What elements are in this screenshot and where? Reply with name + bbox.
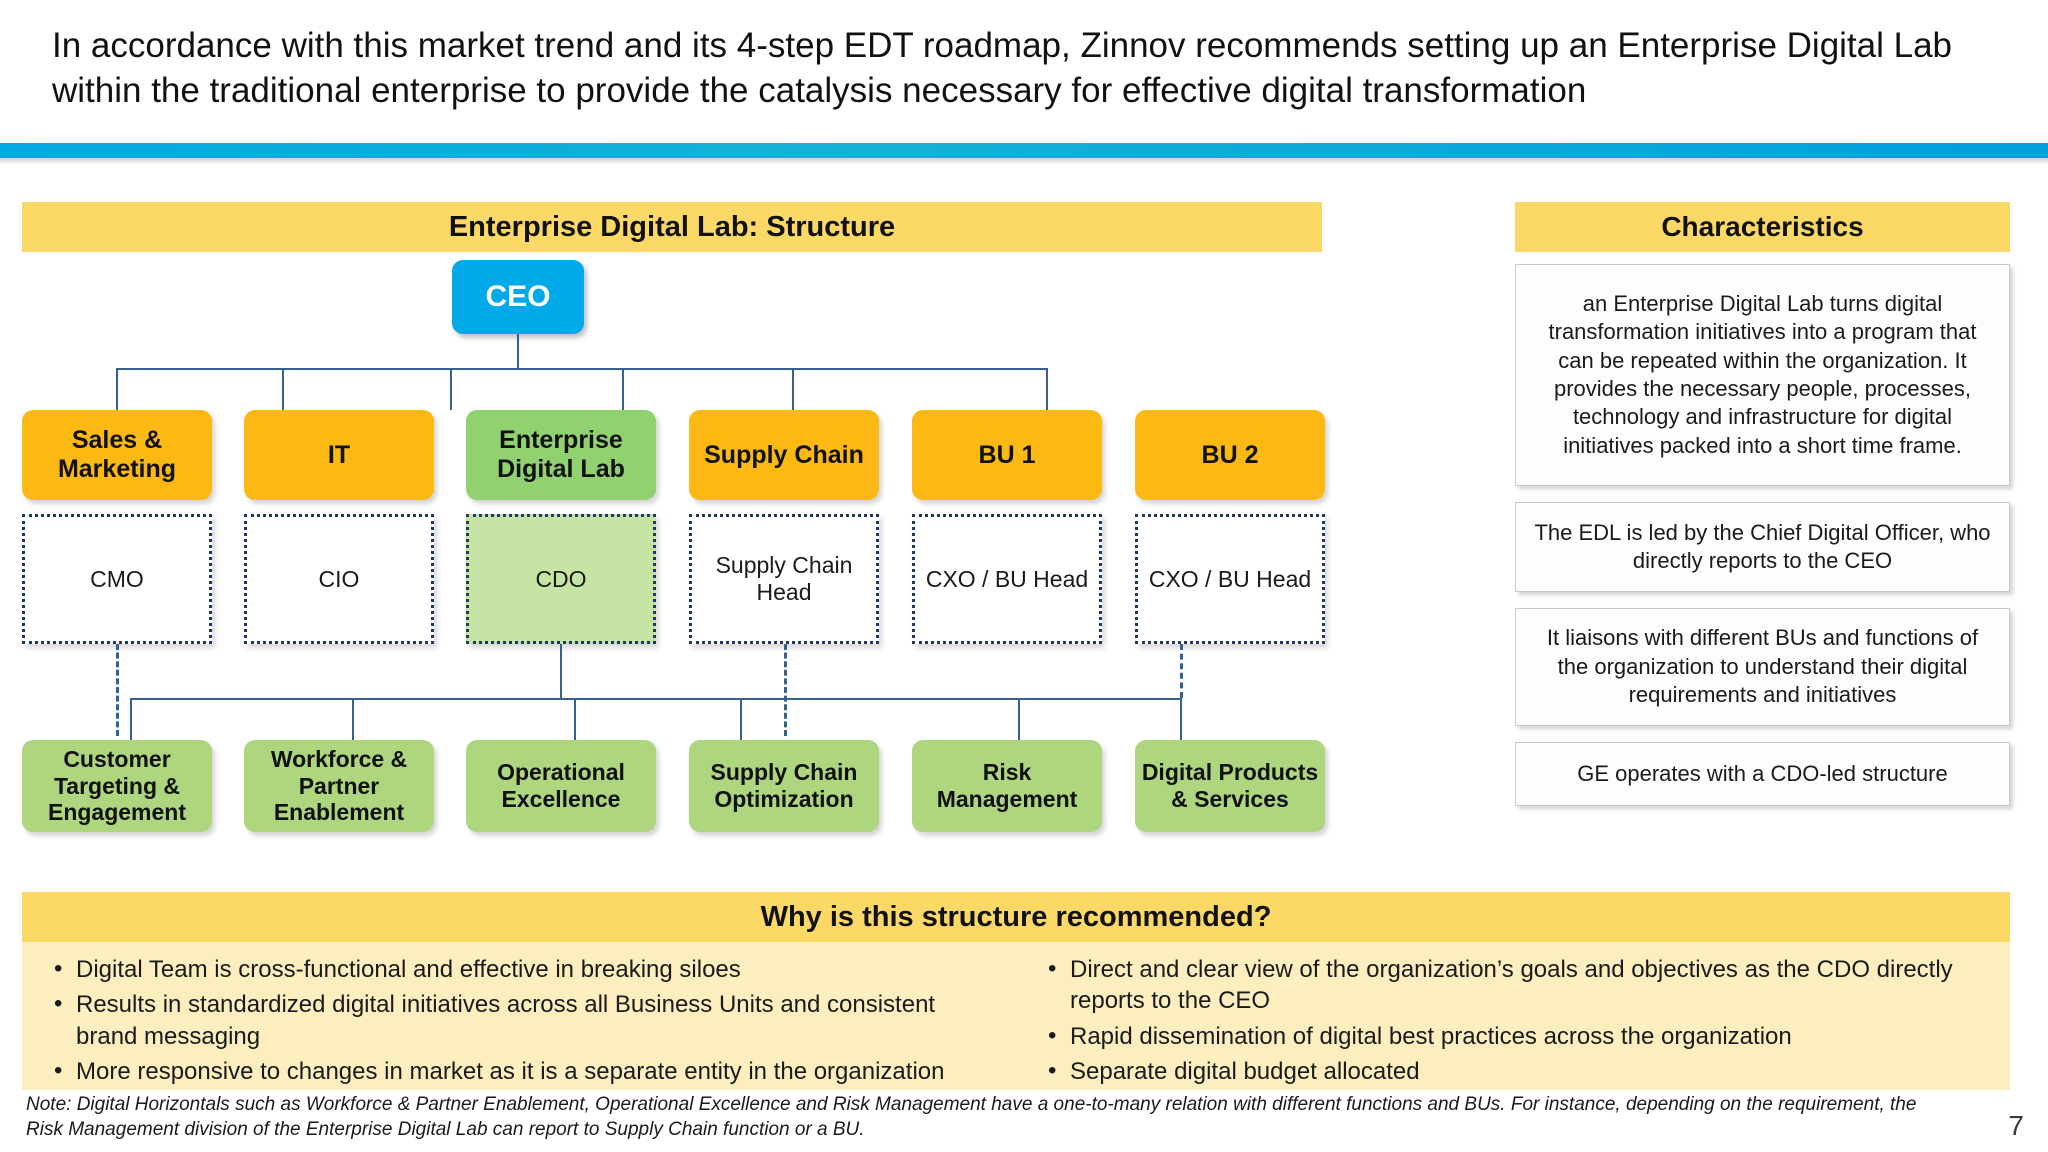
accent-bar-shadow [0,158,2048,165]
connector-cdo-stem [560,644,562,698]
connector-horiz-drop-1 [130,698,132,740]
connector-dept-drop-3 [450,368,452,410]
org-node-sales-marketing[interactable]: Sales & Marketing [22,410,212,500]
connector-dept-drop-6 [1046,368,1048,410]
org-node-operational-excellence[interactable]: Operational Excellence [466,740,656,832]
org-node-cxo-bu-head-2[interactable]: CXO / BU Head [1135,514,1325,644]
why-bullet: Results in standardized digital initiati… [48,988,994,1052]
why-right-column: Direct and clear view of the organizatio… [1016,953,2010,1090]
footnote: Note: Digital Horizontals such as Workfo… [26,1094,1917,1141]
characteristic-card: an Enterprise Digital Lab turns digital … [1515,264,2010,486]
org-node-supply-chain-head[interactable]: Supply Chain Head [689,514,879,644]
connector-dept-bus [116,368,1046,370]
connector-dept-drop-4 [622,368,624,410]
slide-headline: In accordance with this market trend and… [52,26,1953,110]
connector-horiz-drop-5 [1018,698,1020,740]
page-number: 7 [2008,1110,2024,1141]
org-node-enterprise-digital-lab[interactable]: Enterprise Digital Lab [466,410,656,500]
why-bullet: More responsive to changes in market as … [48,1055,994,1087]
why-left-column: Digital Team is cross-functional and eff… [22,953,1016,1090]
connector-ceo-stem [517,334,519,368]
org-node-cdo[interactable]: CDO [466,514,656,644]
org-node-workforce-partner-enablement[interactable]: Workforce & Partner Enablement [244,740,434,832]
connector-horiz-drop-2 [352,698,354,740]
org-node-bu-2[interactable]: BU 2 [1135,410,1325,500]
characteristics-section-header: Characteristics [1515,202,2010,252]
org-node-bu-1[interactable]: BU 1 [912,410,1102,500]
connector-horiz-drop-3 [574,698,576,740]
org-node-ceo[interactable]: CEO [452,260,584,334]
why-bullet: Rapid dissemination of digital best prac… [1042,1020,1988,1052]
connector-dashed-supply-chain-head [784,644,787,736]
characteristics-list: an Enterprise Digital Lab turns digital … [1515,264,2010,822]
characteristic-card: The EDL is led by the Chief Digital Offi… [1515,502,2010,592]
org-node-cxo-bu-head-1[interactable]: CXO / BU Head [912,514,1102,644]
org-node-digital-products-services[interactable]: Digital Products & Services [1135,740,1325,832]
connector-dept-drop-1 [116,368,118,410]
org-node-it[interactable]: IT [244,410,434,500]
connector-dept-drop-5 [792,368,794,410]
why-bullet: Direct and clear view of the organizatio… [1042,953,1988,1017]
connector-horiz-drop-4 [740,698,742,740]
connector-horiz-drop-6 [1180,698,1182,740]
why-section-body: Digital Team is cross-functional and eff… [22,942,2010,1090]
why-section-header: Why is this structure recommended? [22,892,2010,942]
characteristic-card: GE operates with a CDO-led structure [1515,742,2010,806]
structure-section-header: Enterprise Digital Lab: Structure [22,202,1322,252]
connector-dashed-cmo [116,644,119,736]
org-node-cio[interactable]: CIO [244,514,434,644]
connector-dept-drop-2 [282,368,284,410]
org-node-supply-chain[interactable]: Supply Chain [689,410,879,500]
connector-dashed-bu2 [1180,644,1183,698]
accent-bar [0,143,2048,158]
org-node-customer-targeting-engagement[interactable]: Customer Targeting & Engagement [22,740,212,832]
org-node-cmo[interactable]: CMO [22,514,212,644]
org-chart: CEO Sales & Marketing IT Enterprise Digi… [22,252,1325,872]
why-bullet: Separate digital budget allocated [1042,1055,1988,1087]
org-node-supply-chain-optimization[interactable]: Supply Chain Optimization [689,740,879,832]
org-node-risk-management[interactable]: Risk Management [912,740,1102,832]
characteristic-card: It liaisons with different BUs and funct… [1515,608,2010,726]
connector-horizontals-bus [130,698,1180,700]
why-bullet: Digital Team is cross-functional and eff… [48,953,994,985]
